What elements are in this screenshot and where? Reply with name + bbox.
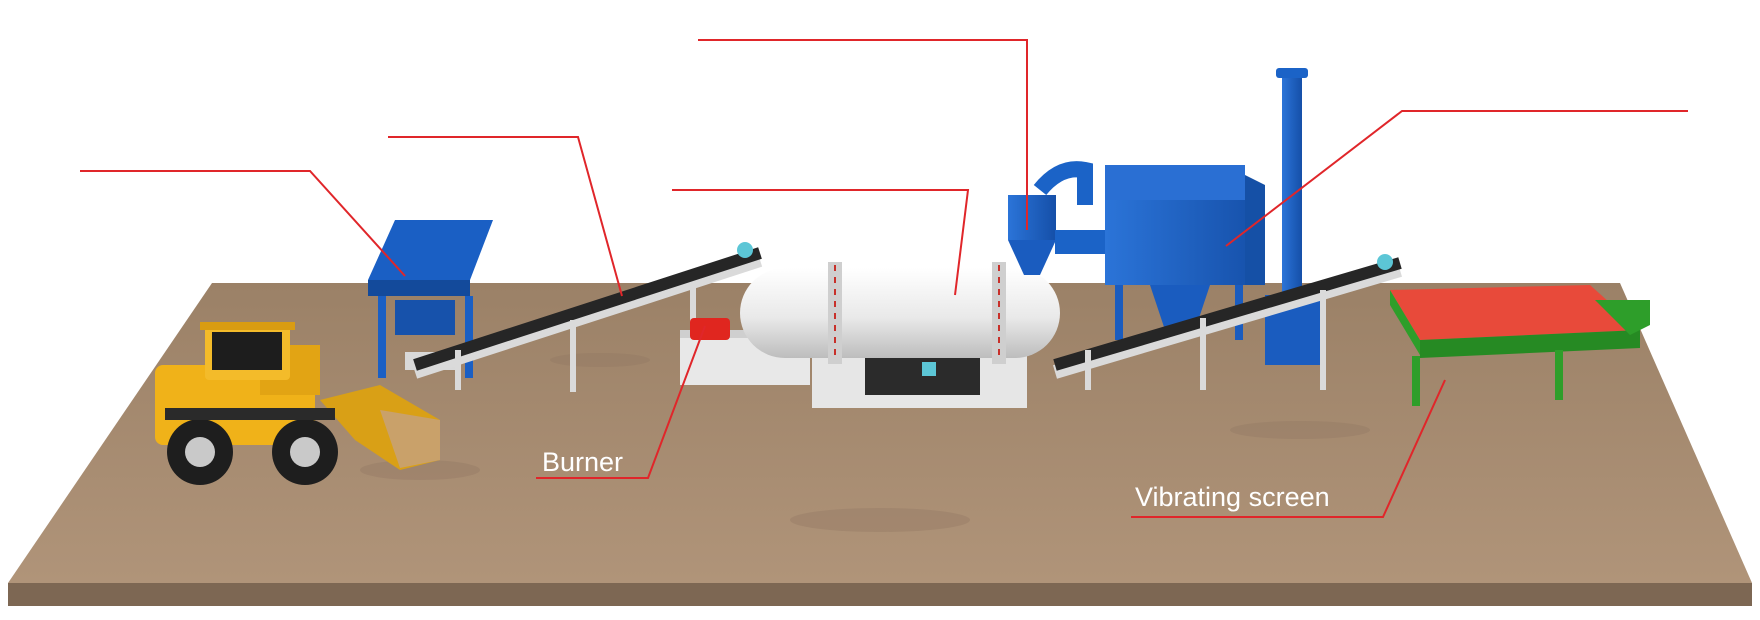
belt-conveyor-icon <box>1053 254 1402 390</box>
leader-lines <box>80 39 1688 518</box>
cyclone-icon <box>1008 161 1110 275</box>
burner-label: Burner <box>542 447 624 477</box>
rotary-dryer-icon <box>740 262 1060 408</box>
chimney-icon <box>1265 68 1320 365</box>
vibrating-screen-icon <box>1390 285 1650 406</box>
vibrating-screen-label: Vibrating screen <box>1135 482 1330 512</box>
loader-icon <box>155 322 440 485</box>
